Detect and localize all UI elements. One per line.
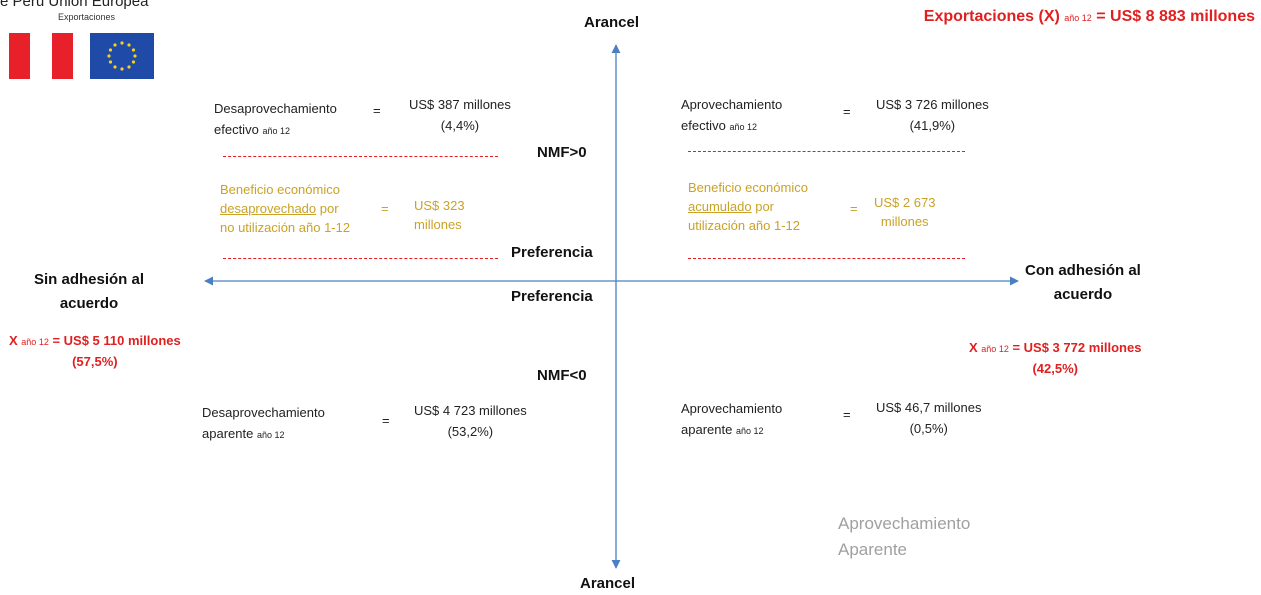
total-exports-sub: año 12: [1064, 13, 1092, 23]
preferencia-top-label: Preferencia: [511, 244, 593, 261]
total-with-x: X: [969, 340, 978, 355]
axis-left-line1: Sin adhesión al: [34, 271, 145, 288]
tr-label-word: efectivo: [681, 118, 726, 133]
total-with-sub: año 12: [981, 344, 1009, 354]
tr-label-line2: efectivo año 12: [681, 115, 782, 138]
tr-equals: =: [843, 104, 851, 119]
total-with-line1: X año 12 = US$ 3 772 millones: [969, 338, 1141, 359]
tl-value: US$ 387 millones (4,4%): [409, 94, 511, 136]
total-without-agreement: X año 12 = US$ 5 110 millones (57,5%): [9, 331, 181, 371]
tr-benefit-line2: acumulado por: [688, 197, 808, 216]
total-without-pct: (57,5%): [72, 354, 118, 369]
tr-benefit-line3: utilización año 1-12: [688, 218, 801, 233]
divider-tl-1: [223, 156, 498, 157]
tr-label: Aprovechamiento efectivo año 12: [681, 94, 782, 138]
tl-label-word: efectivo: [214, 122, 259, 137]
ghost-label-line1: Aprovechamiento: [838, 514, 971, 533]
total-with-pct: (42,5%): [1032, 361, 1078, 376]
tr-benefit-value1: US$ 2 673: [874, 195, 936, 210]
tl-value-amount: US$ 387 millones: [409, 97, 511, 112]
total-exports-value: = US$ 8 883 millones: [1096, 8, 1255, 25]
bl-equals: =: [382, 413, 390, 428]
divider-tr-2: [688, 258, 965, 259]
br-value-pct: (0,5%): [909, 421, 948, 436]
total-without-value: = US$ 5 110 millones: [52, 333, 181, 348]
total-exports: Exportaciones (X) año 12 = US$ 8 883 mil…: [924, 8, 1255, 26]
divider-tl-2: [223, 258, 498, 259]
total-without-sub: año 12: [21, 337, 49, 347]
br-equals: =: [843, 407, 851, 422]
br-value: US$ 46,7 millones (0,5%): [876, 397, 982, 439]
tl-label-sub: año 12: [262, 126, 290, 136]
bl-value: US$ 4 723 millones (53,2%): [414, 400, 527, 442]
bl-label-word: aparente: [202, 426, 254, 441]
br-label-line2: aparente año 12: [681, 419, 782, 442]
tl-benefit-line1: Beneficio económico: [220, 182, 340, 197]
tr-benefit-equals: =: [850, 201, 858, 216]
tr-label-line1: Aprovechamiento: [681, 97, 783, 112]
tl-benefit: Beneficio económico desaprovechado por n…: [220, 180, 350, 237]
tr-benefit-value2: millones: [880, 214, 929, 229]
bl-label: Desaprovechamiento aparente año 12: [202, 402, 325, 446]
ghost-label: Aprovechamiento Aparente: [838, 511, 970, 563]
divider-tr-1: [688, 151, 965, 152]
tl-benefit-underlined: desaprovechado: [220, 201, 317, 216]
bl-label-sub: año 12: [256, 430, 285, 440]
total-without-x: X: [9, 333, 18, 348]
tr-benefit-value: US$ 2 673 millones: [874, 193, 935, 231]
tl-label-line2: efectivo año 12: [214, 119, 337, 142]
tl-value-pct: (4,4%): [440, 118, 480, 133]
tr-value-pct: (41,9%): [909, 118, 956, 133]
axis-left-label: Sin adhesión al acuerdo: [34, 268, 144, 316]
tl-benefit-line2-rest: por: [316, 201, 339, 216]
total-with-agreement: X año 12 = US$ 3 772 millones (42,5%): [969, 338, 1141, 378]
axis-bottom-label: Arancel: [580, 575, 636, 592]
axis-left-line2: acuerdo: [59, 295, 119, 312]
tl-equals: =: [373, 103, 381, 118]
tl-benefit-value: US$ 323 millones: [414, 196, 465, 234]
page-title: e Perú Unión Europea: [0, 0, 149, 10]
br-label-line1: Aprovechamiento: [681, 401, 783, 416]
bl-label-line1: Desaprovechamiento: [202, 405, 325, 420]
total-without-line1: X año 12 = US$ 5 110 millones: [9, 331, 181, 352]
peru-flag-icon: [9, 33, 73, 79]
eu-flag-icon: [90, 33, 154, 79]
exports-caption: Exportaciones: [58, 12, 116, 22]
preferencia-bottom-label: Preferencia: [511, 288, 593, 305]
tr-value-amount: US$ 3 726 millones: [876, 97, 989, 112]
axis-right-line1: Con adhesión al: [1025, 262, 1141, 279]
tl-label: Desaprovechamiento efectivo año 12: [214, 98, 337, 142]
bl-value-amount: US$ 4 723 millones: [414, 403, 527, 418]
tl-benefit-equals: =: [381, 201, 389, 216]
nmf-positive-label: NMF>0: [537, 144, 587, 161]
tr-benefit-line1: Beneficio económico: [688, 180, 808, 195]
bl-value-pct: (53,2%): [447, 424, 494, 439]
total-exports-label: Exportaciones (X): [923, 8, 1060, 25]
br-label-word: aparente: [681, 422, 733, 437]
tr-benefit-line2-rest: por: [751, 199, 775, 214]
tl-benefit-value1: US$ 323: [414, 198, 465, 213]
br-label-sub: año 12: [735, 426, 764, 436]
tr-benefit: Beneficio económico acumulado por utiliz…: [688, 178, 808, 235]
ghost-label-line2: Aparente: [838, 540, 907, 559]
tl-benefit-value2: millones: [414, 217, 462, 232]
nmf-negative-label: NMF<0: [537, 367, 587, 384]
axis-top-label: Arancel: [584, 14, 640, 31]
br-label: Aprovechamiento aparente año 12: [681, 398, 782, 442]
tl-label-line1: Desaprovechamiento: [214, 101, 337, 116]
tl-benefit-line3: no utilización año 1-12: [220, 220, 351, 235]
tr-benefit-underlined: acumulado: [688, 199, 752, 214]
tr-value: US$ 3 726 millones (41,9%): [876, 94, 989, 136]
br-value-amount: US$ 46,7 millones: [876, 400, 982, 415]
axis-right-label: Con adhesión al acuerdo: [1025, 259, 1141, 307]
axis-right-line2: acuerdo: [1053, 286, 1113, 303]
bl-label-line2: aparente año 12: [202, 423, 325, 446]
tl-benefit-line2: desaprovechado por: [220, 199, 350, 218]
tr-label-sub: año 12: [729, 122, 757, 132]
total-with-value: = US$ 3 772 millones: [1012, 340, 1142, 355]
